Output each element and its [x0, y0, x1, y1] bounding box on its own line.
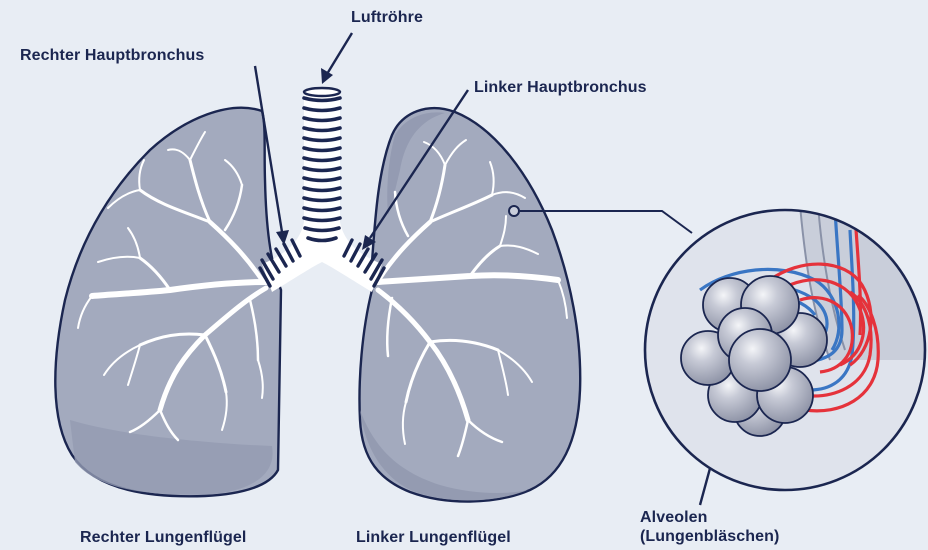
trachea-arrowhead [321, 68, 333, 84]
left-lung-label: Linker Lungenflügel [356, 528, 511, 547]
trachea-cartilage-rings [304, 98, 340, 241]
left-lung [360, 108, 581, 501]
trachea-pointer-line [327, 33, 352, 74]
alveoli-label: Alveolen (Lungenbläschen) [640, 508, 779, 546]
alveoli-subtitle: (Lungenbläschen) [640, 527, 779, 546]
alveoli-title: Alveolen [640, 509, 708, 526]
trachea [260, 88, 384, 292]
right-lung [55, 108, 281, 497]
right-main-bronchus-label: Rechter Hauptbronchus [20, 46, 204, 65]
trachea-label: Luftröhre [351, 8, 423, 27]
alveoli-zoom-circle [645, 205, 928, 490]
alveolus [729, 329, 791, 391]
left-main-bronchus-label: Linker Hauptbronchus [474, 78, 647, 97]
right-lung-label: Rechter Lungenflügel [80, 528, 246, 547]
right-bronchus-arrowhead [276, 230, 289, 245]
